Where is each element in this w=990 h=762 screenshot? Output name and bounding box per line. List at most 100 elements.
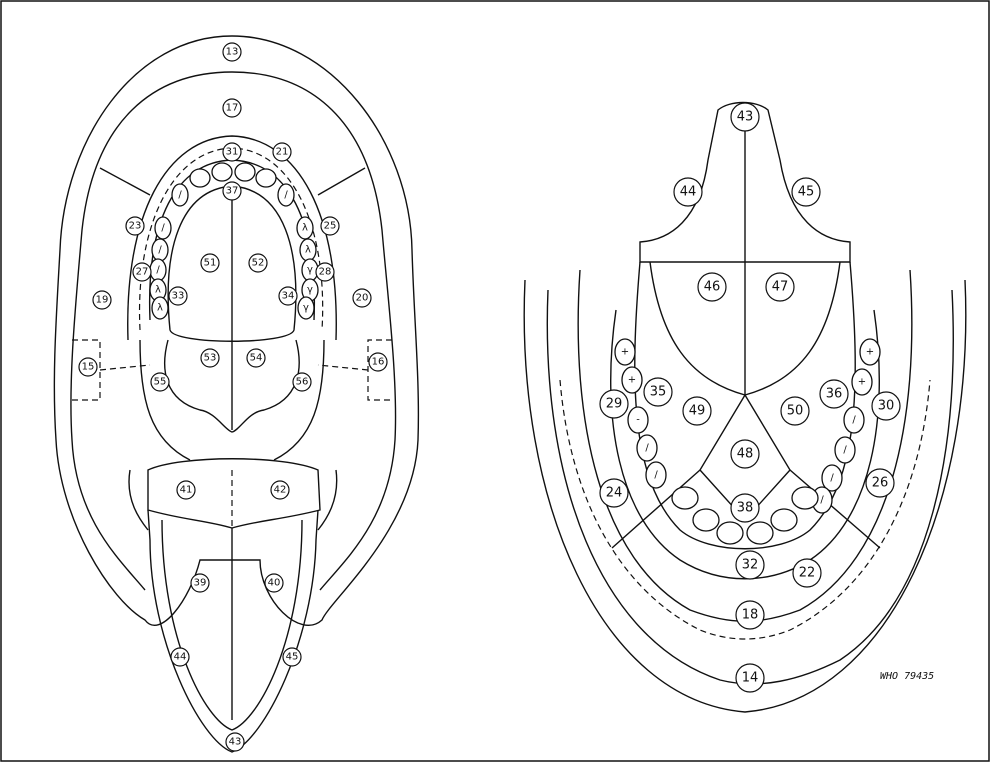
region-label: 48 bbox=[731, 440, 759, 468]
region-label: 43 bbox=[731, 103, 759, 131]
tooth bbox=[747, 522, 773, 544]
svg-text:λ: λ bbox=[157, 303, 163, 314]
region-label: 30 bbox=[872, 392, 900, 420]
svg-text:42: 42 bbox=[274, 485, 287, 496]
region-label: 19 bbox=[93, 291, 111, 309]
lower-mouth-view: ++++-////// 4344454647495048293536302426… bbox=[524, 103, 966, 713]
svg-text:λ: λ bbox=[302, 223, 308, 234]
region-label: 46 bbox=[698, 273, 726, 301]
svg-text:24: 24 bbox=[606, 486, 623, 501]
svg-text:+: + bbox=[628, 375, 636, 386]
svg-text:13: 13 bbox=[226, 47, 239, 58]
svg-text:18: 18 bbox=[742, 608, 759, 623]
svg-text:32: 32 bbox=[742, 558, 759, 573]
region-label: 40 bbox=[265, 574, 283, 592]
region-label: 15 bbox=[79, 358, 97, 376]
region-label: 31 bbox=[223, 143, 241, 161]
tooth: γ bbox=[302, 259, 318, 281]
tooth: / bbox=[646, 462, 666, 488]
tooth: λ bbox=[297, 217, 313, 239]
region-label: 42 bbox=[271, 481, 289, 499]
figure-caption: WHO 79435 bbox=[880, 671, 934, 682]
tooth bbox=[717, 522, 743, 544]
svg-text:52: 52 bbox=[252, 258, 265, 269]
region-label: 41 bbox=[177, 481, 195, 499]
svg-text:+: + bbox=[621, 347, 629, 358]
svg-text:22: 22 bbox=[799, 566, 816, 581]
cheek-right-line bbox=[318, 365, 368, 370]
vestibule-divider-left bbox=[100, 168, 150, 195]
svg-text:17: 17 bbox=[226, 103, 239, 114]
tooth bbox=[235, 163, 255, 181]
svg-text:15: 15 bbox=[82, 362, 95, 373]
tooth bbox=[190, 169, 210, 187]
region-label: 37 bbox=[223, 182, 241, 200]
region-label: 13 bbox=[223, 43, 241, 61]
svg-text:46: 46 bbox=[704, 280, 721, 295]
lingual-left bbox=[129, 470, 148, 530]
region-label: 35 bbox=[644, 378, 672, 406]
svg-text:-: - bbox=[636, 415, 640, 426]
svg-text:55: 55 bbox=[154, 377, 167, 388]
region-label: 27 bbox=[133, 263, 151, 281]
svg-text:43: 43 bbox=[229, 737, 242, 748]
svg-text:26: 26 bbox=[872, 476, 889, 491]
svg-text:43: 43 bbox=[737, 110, 754, 125]
svg-text:49: 49 bbox=[689, 404, 706, 419]
svg-text:56: 56 bbox=[296, 377, 309, 388]
region-label: 45 bbox=[283, 648, 301, 666]
svg-text:γ: γ bbox=[307, 265, 313, 276]
region-label: 55 bbox=[151, 373, 169, 391]
svg-text:λ: λ bbox=[155, 285, 161, 296]
tooth: / bbox=[278, 184, 294, 206]
svg-text:20: 20 bbox=[356, 293, 369, 304]
region-label: 17 bbox=[223, 99, 241, 117]
tooth: / bbox=[835, 437, 855, 463]
svg-text:23: 23 bbox=[129, 221, 142, 232]
svg-text:γ: γ bbox=[303, 303, 309, 314]
svg-text:25: 25 bbox=[324, 221, 337, 232]
region-label: 25 bbox=[321, 217, 339, 235]
tooth: - bbox=[628, 407, 648, 433]
region-label: 51 bbox=[201, 254, 219, 272]
svg-text:λ: λ bbox=[305, 245, 311, 256]
svg-text:37: 37 bbox=[226, 186, 239, 197]
region-label: 16 bbox=[369, 353, 387, 371]
svg-text:33: 33 bbox=[172, 291, 185, 302]
region-label: 54 bbox=[247, 349, 265, 367]
svg-text:45: 45 bbox=[798, 185, 815, 200]
svg-text:21: 21 bbox=[276, 147, 289, 158]
region-label: 24 bbox=[600, 479, 628, 507]
region-label: 14 bbox=[736, 664, 764, 692]
upper-lip-inner-left bbox=[71, 72, 232, 590]
region-label: 33 bbox=[169, 287, 187, 305]
upper-lip-inner bbox=[232, 72, 396, 590]
region-label: 38 bbox=[731, 494, 759, 522]
tongue-dorsum-back bbox=[148, 459, 320, 528]
outer-lip-outline bbox=[54, 36, 418, 625]
svg-text:14: 14 bbox=[742, 671, 759, 686]
svg-text:36: 36 bbox=[826, 387, 843, 402]
svg-text:34: 34 bbox=[282, 291, 295, 302]
svg-text:16: 16 bbox=[372, 357, 385, 368]
region-label: 23 bbox=[126, 217, 144, 235]
region-label: 44 bbox=[171, 648, 189, 666]
svg-text:50: 50 bbox=[787, 404, 804, 419]
svg-text:41: 41 bbox=[180, 485, 193, 496]
tooth: λ bbox=[152, 297, 168, 319]
lingual-right bbox=[318, 470, 337, 530]
svg-text:+: + bbox=[866, 347, 874, 358]
tooth: / bbox=[152, 239, 168, 261]
region-label: 52 bbox=[249, 254, 267, 272]
svg-text:51: 51 bbox=[204, 258, 217, 269]
region-label: 34 bbox=[279, 287, 297, 305]
tongue-body bbox=[148, 510, 318, 752]
tooth: / bbox=[155, 217, 171, 239]
tooth: / bbox=[150, 259, 166, 281]
svg-text:53: 53 bbox=[204, 353, 217, 364]
region-label: 18 bbox=[736, 601, 764, 629]
